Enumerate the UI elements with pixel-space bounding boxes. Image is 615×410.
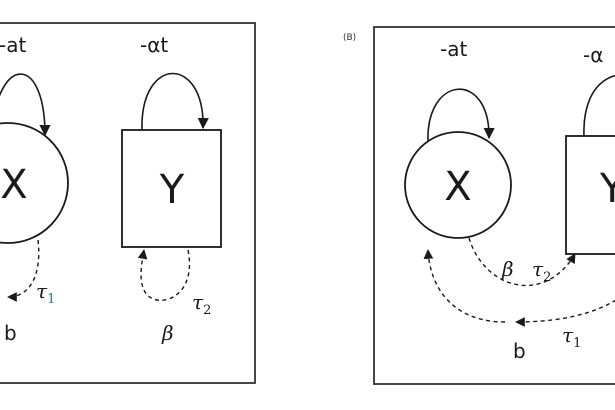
beta-label-a: β [161,321,174,345]
self-loop-y-label-b: -α [583,43,603,67]
tau1-label-a: τ1 [36,279,55,307]
panel-a: X -at Y -αt τ1 b τ2 β [0,22,256,384]
self-loop-x-label: -at [0,33,26,57]
dashed-arrow-b-to-x [423,249,506,323]
panel-b-frame [373,26,615,385]
node-x-label: X [0,162,27,208]
self-loop-y-arrow [141,72,209,131]
node-y-label: Y [159,167,185,213]
label-b-b: b [513,339,526,363]
node-x-circle-b [404,131,512,239]
node-y-label-b: Y [599,166,615,212]
self-loop-x-label-b: -at [440,37,467,61]
self-loop-y-label: -αt [140,33,168,57]
node-x-label-b: X [444,164,471,210]
node-y-box-b [565,135,615,255]
beta-label-b: β [501,257,514,281]
dashed-arrow-x-to-y [468,237,576,287]
panel-a-frame [0,22,256,384]
node-y-box [121,129,222,248]
panel-b-label: (B) [343,33,356,43]
self-loop-x-arrow-b [427,88,495,142]
dashed-loop-y [137,249,191,301]
label-b-a: b [4,321,17,345]
self-loop-y-arrow-b [583,74,615,137]
dashed-arrow-x-to-b [7,239,40,302]
tau2-label-a: τ2 [192,290,211,318]
tau2-label-b: τ2 [532,257,551,285]
panel-b: (B) X -at Y -α β τ2 τ1 b [343,26,615,385]
tau1-label-b: τ1 [562,323,581,351]
dashed-arrow-y-to-b [515,299,615,327]
self-loop-x-arrow [0,73,51,137]
node-x-circle [0,122,69,244]
